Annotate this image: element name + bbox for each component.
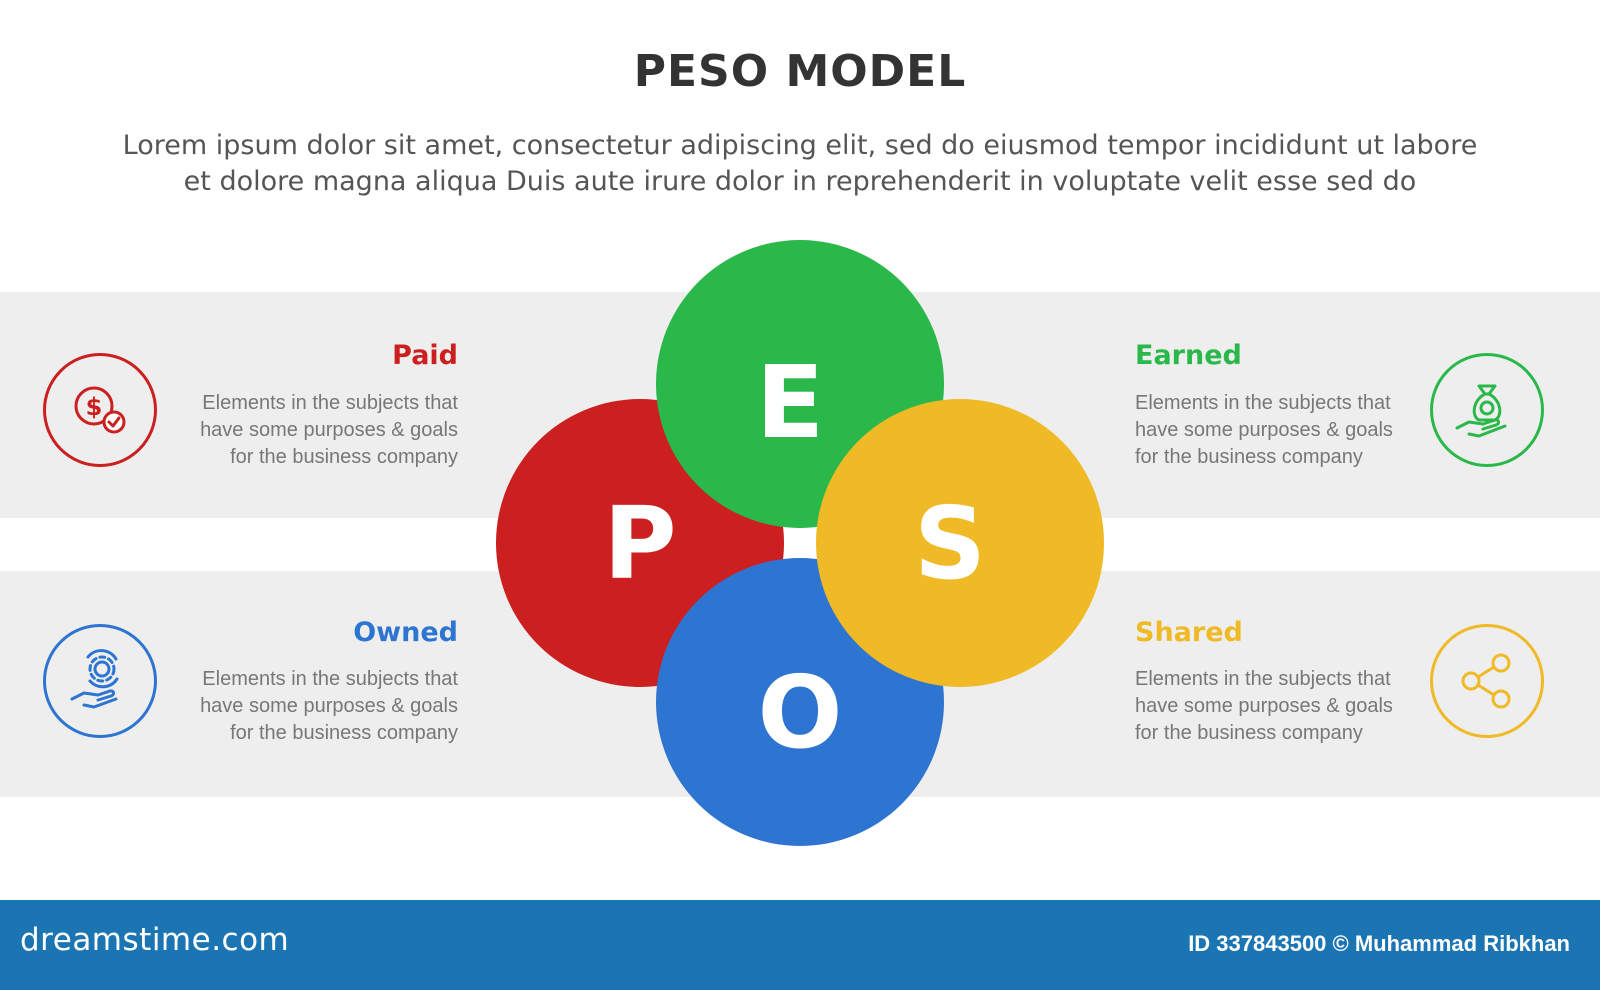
owned-icon-ring (43, 624, 157, 738)
letter-s: S (914, 485, 986, 602)
footer-brand: dreamstime.com (20, 922, 290, 958)
shared-description: Elements in the subjects that have some … (1135, 666, 1435, 747)
owned-description: Elements in the subjects that have some … (160, 666, 458, 747)
letter-p: P (603, 485, 676, 602)
shared-line-2: have some purposes & goals (1135, 695, 1393, 717)
letter-e: E (756, 344, 824, 461)
shared-line-1: Elements in the subjects that (1135, 668, 1391, 690)
hand-gear-icon (70, 649, 119, 709)
hand-money-bag-icon (1455, 384, 1507, 438)
paid-description: Elements in the subjects that have some … (160, 390, 458, 471)
owned-line-2: have some purposes & goals (200, 695, 458, 717)
earned-description: Elements in the subjects that have some … (1135, 390, 1435, 471)
earned-heading: Earned (1135, 340, 1242, 371)
letter-o: O (757, 654, 842, 771)
svg-text:$: $ (86, 393, 103, 421)
owned-line-3: for the business company (230, 722, 458, 744)
paid-heading: Paid (392, 340, 458, 371)
earned-line-3: for the business company (1135, 446, 1363, 468)
footer-bar: dreamstime.com ID 337843500 © Muhammad R… (0, 900, 1600, 990)
circle-s (816, 399, 1104, 687)
shared-icon-ring (1430, 624, 1544, 738)
owned-line-1: Elements in the subjects that (202, 668, 458, 690)
owned-heading: Owned (353, 617, 458, 648)
shared-line-3: for the business company (1135, 722, 1363, 744)
earned-icon-ring (1430, 353, 1544, 467)
paid-line-3: for the business company (230, 446, 458, 468)
page-subtitle: Lorem ipsum dolor sit amet, consectetur … (60, 128, 1540, 200)
shared-heading: Shared (1135, 617, 1243, 648)
subtitle-line-2: et dolore magna aliqua Duis aute irure d… (183, 166, 1417, 197)
paid-line-1: Elements in the subjects that (202, 392, 458, 414)
earned-line-2: have some purposes & goals (1135, 419, 1393, 441)
page-title: PESO MODEL (633, 46, 967, 97)
paid-icon-ring: $ (43, 353, 157, 467)
footer-credit: ID 337843500 © Muhammad Ribkhan (1188, 931, 1570, 956)
subtitle-line-1: Lorem ipsum dolor sit amet, consectetur … (122, 130, 1478, 161)
paid-line-2: have some purposes & goals (200, 419, 458, 441)
dollar-check-icon: $ (74, 386, 126, 434)
earned-line-1: Elements in the subjects that (1135, 392, 1391, 414)
share-icon (1461, 653, 1511, 709)
